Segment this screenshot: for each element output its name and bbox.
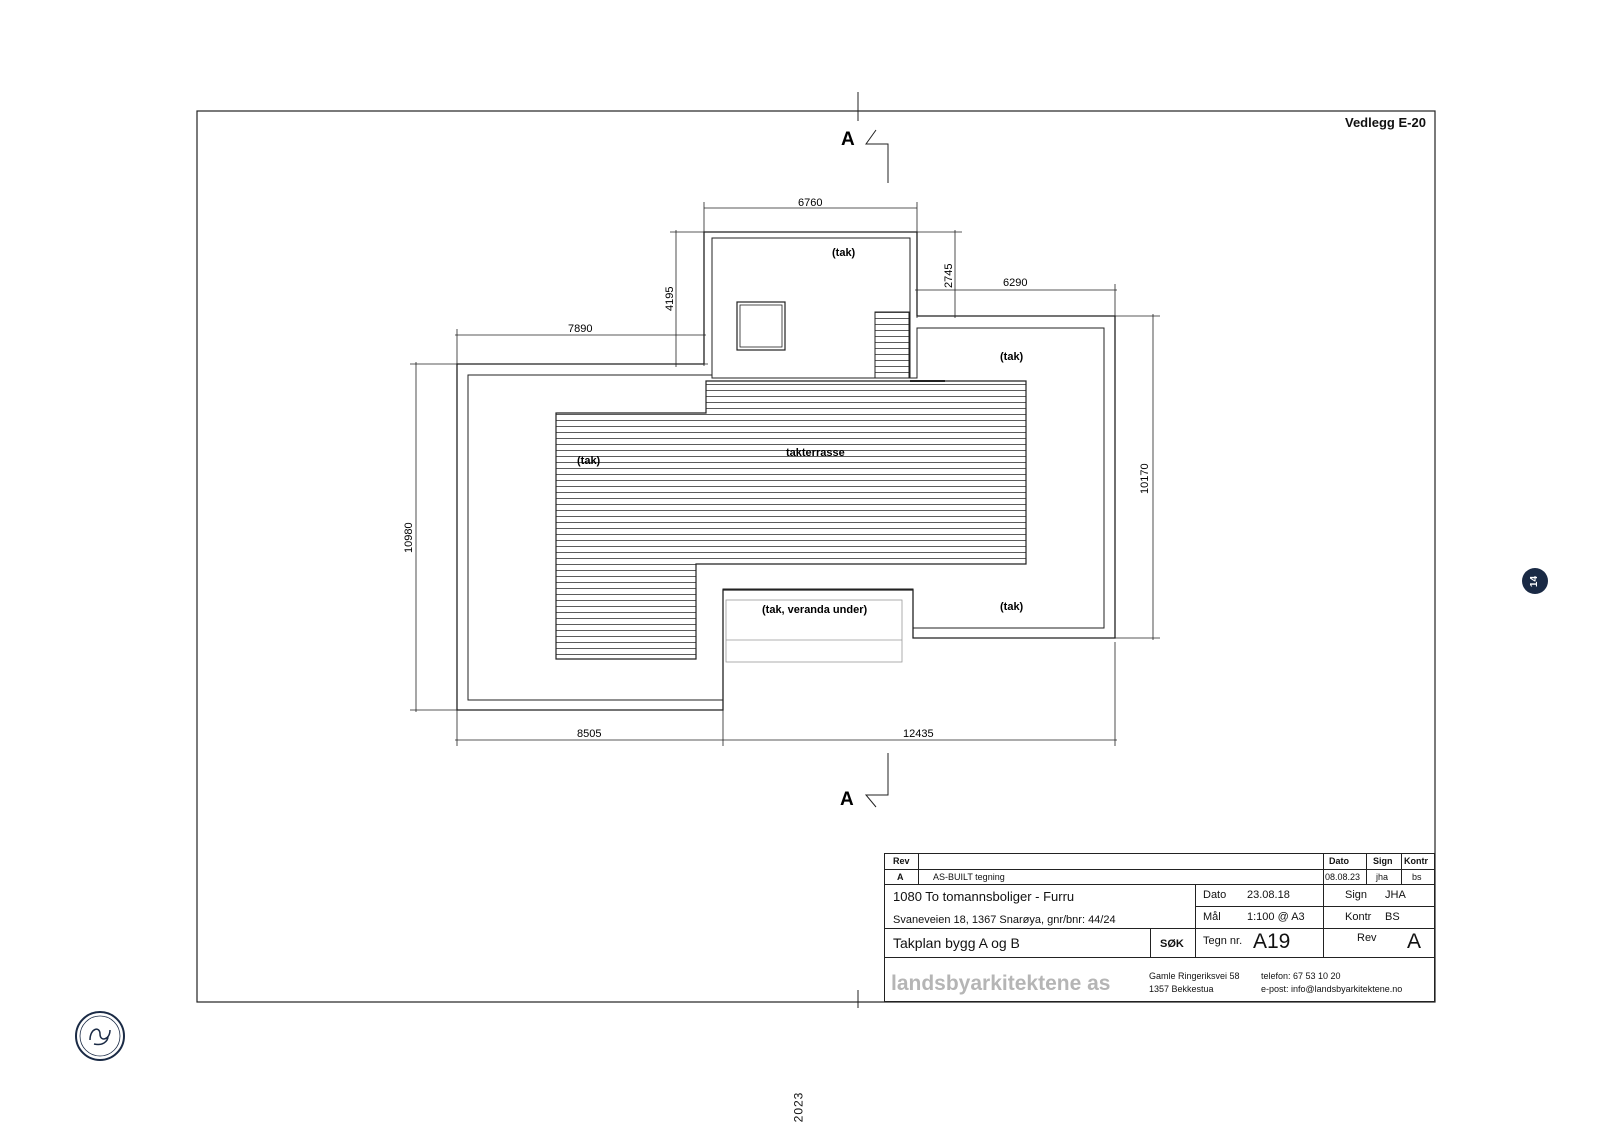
label-takterrasse: takterrasse [786,447,845,459]
skylight [736,301,786,351]
rev-header: Rev [893,856,910,866]
dato-value: 23.08.18 [1247,889,1290,901]
rev-row-description: AS-BUILT tegning [933,872,1005,882]
sheet-frame [196,110,1436,1003]
dim-left-height: 10980 [403,522,415,553]
stair-tower [711,237,911,379]
firm-address-2: 1357 Bekkestua [1149,984,1214,994]
mal-label: Mål [1203,911,1221,923]
tegn-label: Tegn nr. [1203,935,1243,947]
veranda-outline [725,599,903,663]
rev-value: A [1407,930,1422,953]
skylight-inner [739,304,783,348]
tegn-value: A19 [1253,930,1291,953]
label-tak-bottom-right: (tak) [1000,601,1024,613]
kontr-header: Kontr [1404,856,1428,866]
mal-value: 1:100 @ A3 [1247,911,1305,923]
seal-logo [75,1011,125,1061]
firm-phone: telefon: 67 53 10 20 [1261,971,1341,981]
rev-label: Rev [1357,932,1377,944]
parapet-outline [467,237,1105,701]
sign-value: JHA [1385,889,1406,901]
dim-right-offset: 2745 [943,264,955,288]
rev-row-kontr: bs [1412,872,1422,882]
firm-email: e-post: info@landsbyarkitektene.no [1261,984,1403,994]
kontr-value: BS [1385,911,1400,923]
page-number: 14 [1529,575,1541,587]
rev-row-date: 08.08.23 [1325,872,1361,882]
label-tak-top: (tak) [832,247,856,259]
attachment-label: Vedlegg E-20 [1345,115,1426,130]
year-label: 2023 [791,1091,806,1123]
label-tak-left: (tak) [577,455,601,467]
dim-right-height: 10170 [1139,463,1151,494]
firm-address-1: Gamle Ringeriksvei 58 [1149,971,1240,981]
title-block: Rev Dato Sign Kontr A AS-BUILT tegning 0… [884,853,1435,1002]
project-address: Svaneveien 18, 1367 Snarøya, gnr/bnr: 44… [893,914,1116,926]
phase: SØK [1160,938,1184,950]
section-marker-top-label: A [841,129,855,150]
sign-header: Sign [1373,856,1393,866]
date-header: Dato [1329,856,1349,866]
dim-top-width: 6760 [798,197,822,209]
dim-left-width: 7890 [568,323,592,335]
drawing-title: Takplan bygg A og B [893,935,1020,951]
section-marker-bottom [864,753,889,808]
dim-bottom-right: 12435 [903,728,934,740]
section-marker-bottom-label: A [840,789,854,810]
rev-row-sign: jha [1376,872,1389,882]
label-tak-right: (tak) [1000,351,1024,363]
section-marker-top [865,129,889,183]
dato-label: Dato [1203,889,1227,901]
dim-bottom-left: 8505 [577,728,601,740]
rev-row-rev: A [897,872,904,882]
dim-right-width: 6290 [1003,277,1027,289]
firm-name: landsbyarkitektene as [891,972,1111,995]
kontr-label: Kontr [1345,911,1372,923]
sign-label: Sign [1345,889,1368,901]
project-name: 1080 To tomannsboliger - Furru [893,889,1075,904]
page-number-badge: 14 [1522,568,1548,594]
label-veranda: (tak, veranda under) [762,604,867,616]
roof-terrace-deck [555,380,1027,660]
dim-left-tower: 4195 [664,287,676,311]
stair [874,311,910,379]
